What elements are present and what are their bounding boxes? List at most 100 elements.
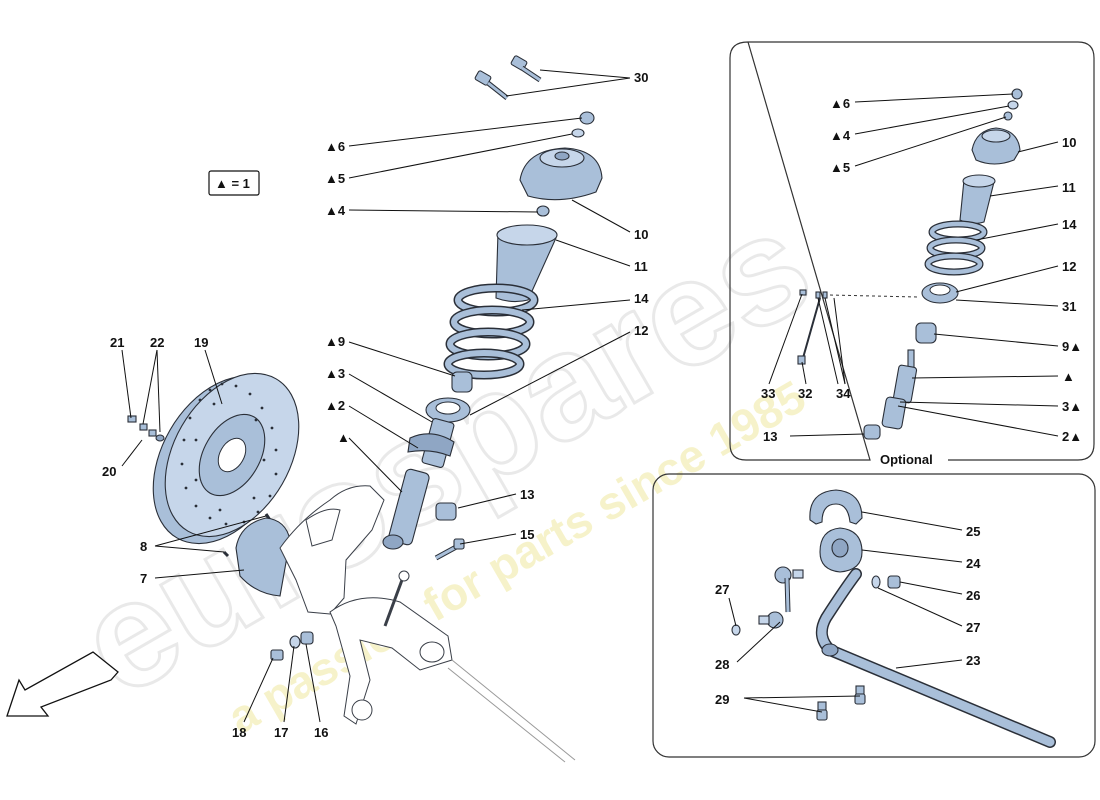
sway-labels: 25 24 27 26 27 23 28 29 — [715, 524, 981, 707]
main-assembly — [127, 55, 603, 763]
shock-absorber — [382, 418, 455, 550]
bushing-24 — [819, 527, 863, 573]
opt-top-mount-10 — [971, 127, 1021, 165]
label-17: 17 — [274, 725, 288, 740]
label-15: 15 — [520, 527, 534, 542]
optional-caption: Optional — [880, 452, 933, 467]
sway-bar-panel — [652, 473, 1096, 758]
sway-leader-lines — [728, 511, 963, 713]
opt-bush-13 — [863, 424, 881, 440]
opt-label-6: ▲6 — [830, 96, 850, 111]
label-22: 22 — [150, 335, 164, 350]
opt-label-13: 13 — [763, 429, 777, 444]
pin-8b — [222, 550, 230, 558]
sway-label-28: 28 — [715, 657, 729, 672]
optional-assembly — [797, 88, 1023, 440]
bolt-30 — [474, 55, 542, 100]
label-7: 7 — [140, 571, 147, 586]
sway-label-24: 24 — [966, 556, 981, 571]
opt-label-4: ▲4 — [830, 128, 851, 143]
sway-label-27a: 27 — [715, 582, 729, 597]
optional-leader-lines — [768, 93, 1059, 437]
washer-27 — [871, 575, 881, 589]
optional-panel: Optional — [729, 41, 1095, 467]
bolts-29 — [816, 685, 866, 721]
label-8: 8 — [140, 539, 147, 554]
label-11: 11 — [634, 259, 648, 274]
label-16: 16 — [314, 725, 328, 740]
steering-knuckle — [279, 485, 385, 615]
opt-label-9: 9▲ — [1062, 339, 1082, 354]
label-shock: ▲ — [337, 430, 350, 445]
dust-boot-11 — [495, 224, 558, 303]
opt-label-5: ▲5 — [830, 160, 850, 175]
opt-boot-11 — [959, 174, 996, 225]
bump-stop-9 — [451, 371, 473, 393]
coil-spring-14 — [443, 283, 539, 380]
optional-labels: ▲6 ▲4 ▲5 10 11 14 12 31 9▲ ▲ 3▲ 2▲ 13 33… — [761, 96, 1082, 444]
nut-26 — [887, 575, 901, 589]
opt-spring-14 — [924, 220, 988, 276]
bush-16 — [300, 631, 314, 645]
stabilizer-bar-23 — [815, 568, 1056, 748]
label-21: 21 — [110, 335, 124, 350]
label-9: ▲9 — [325, 334, 345, 349]
legend-text: ▲ = 1 — [215, 176, 250, 191]
opt-label-11: 11 — [1062, 180, 1076, 195]
brake-disc-19 — [152, 372, 300, 545]
label-12: 12 — [634, 323, 648, 338]
label-5: ▲5 — [325, 171, 345, 186]
main-leader-lines — [121, 69, 631, 723]
nut-6 — [579, 111, 595, 125]
sway-label-27b: 27 — [966, 620, 980, 635]
washer-17 — [289, 635, 301, 649]
label-13: 13 — [520, 487, 534, 502]
sway-label-26: 26 — [966, 588, 980, 603]
washer-5 — [571, 128, 585, 138]
opt-label-12: 12 — [1062, 259, 1076, 274]
bush-13 — [435, 502, 457, 521]
disc-fasteners — [127, 415, 165, 442]
spring-seat-12 — [425, 397, 471, 423]
bolt-15 — [434, 538, 465, 561]
opt-label-10: 10 — [1062, 135, 1076, 150]
dust-shield-7 — [235, 517, 291, 597]
sway-label-23: 23 — [966, 653, 980, 668]
label-18: 18 — [232, 725, 246, 740]
clamp-25 — [809, 489, 863, 525]
lower-control-arm — [329, 570, 576, 763]
washer-27b — [731, 624, 741, 636]
label-14: 14 — [634, 291, 649, 306]
opt-label-31: 31 — [1062, 299, 1076, 314]
label-4: ▲4 — [325, 203, 346, 218]
opt-seat-12 — [921, 282, 959, 304]
main-labels: 30 ▲6 ▲5 ▲4 10 11 14 12 ▲9 ▲3 ▲2 ▲ 13 15… — [102, 70, 649, 740]
legend-box: ▲ = 1 — [208, 170, 260, 196]
label-6: ▲6 — [325, 139, 345, 154]
label-3: ▲3 — [325, 366, 345, 381]
sway-label-29: 29 — [715, 692, 729, 707]
opt-label-33: 33 — [761, 386, 775, 401]
sway-label-25: 25 — [966, 524, 980, 539]
direction-arrow-icon — [6, 651, 119, 717]
label-30: 30 — [634, 70, 648, 85]
bushing-4 — [536, 205, 550, 217]
opt-shock — [881, 349, 918, 430]
drop-link-28 — [758, 566, 804, 629]
opt-label-shock: ▲ — [1062, 369, 1075, 384]
sway-bar-assembly — [731, 489, 1056, 748]
opt-small-parts — [797, 289, 918, 365]
opt-label-14: 14 — [1062, 217, 1077, 232]
label-19: 19 — [194, 335, 208, 350]
opt-label-32: 32 — [798, 386, 812, 401]
label-20: 20 — [102, 464, 116, 479]
nut-18 — [270, 649, 284, 661]
label-2: ▲2 — [325, 398, 345, 413]
opt-bump-stop-9 — [915, 322, 937, 344]
label-10: 10 — [634, 227, 648, 242]
opt-label-3: 3▲ — [1062, 399, 1082, 414]
opt-label-34: 34 — [836, 386, 851, 401]
top-mount-10 — [519, 147, 603, 201]
